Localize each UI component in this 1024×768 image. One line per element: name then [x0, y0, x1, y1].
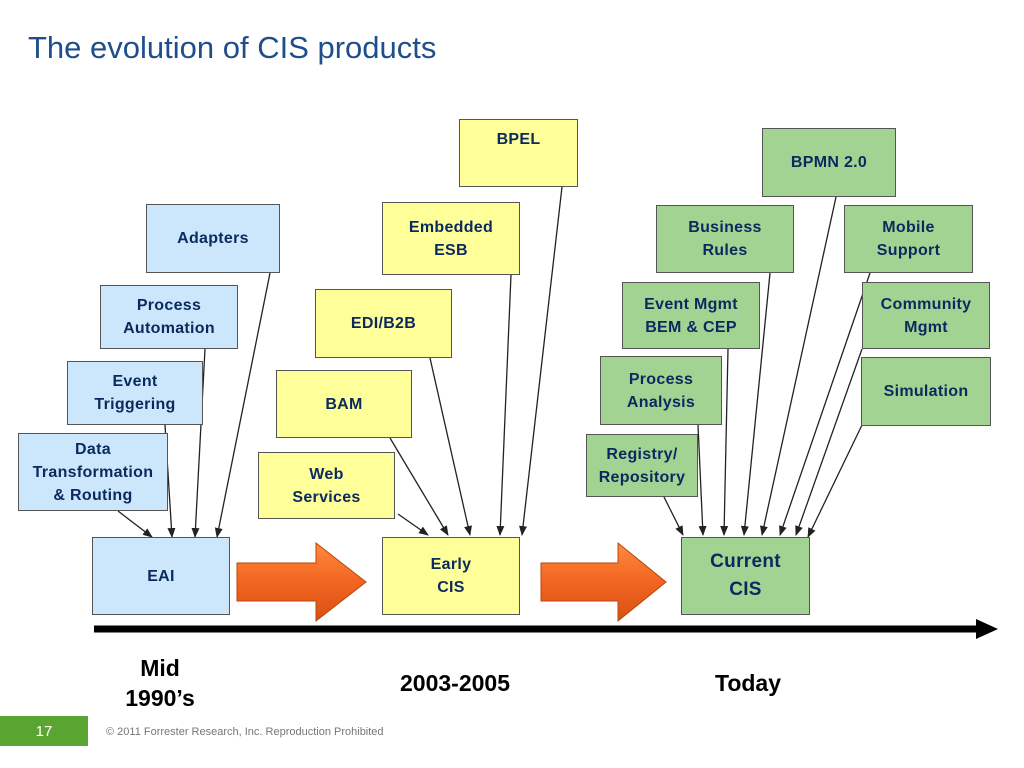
- bpel-box: BPEL: [459, 119, 578, 187]
- current-cis-box: Current CIS: [681, 537, 810, 615]
- connector-business-rules-current-cis: [740, 272, 771, 536]
- embedded-esb-box: Embedded ESB: [382, 202, 520, 275]
- connector-process-analysis-current-cis: [697, 424, 707, 536]
- connector-registry-current-cis: [663, 496, 684, 536]
- connector-embedded-esb-early-cis: [496, 274, 512, 536]
- web-services-box: Web Services: [258, 452, 395, 519]
- process-analysis-box: Process Analysis: [600, 356, 722, 425]
- bam-box: BAM: [276, 370, 412, 438]
- slide-title: The evolution of CIS products: [28, 30, 437, 65]
- connector-bpel-early-cis: [519, 186, 563, 536]
- connector-edi-b2b-early-cis: [429, 357, 472, 536]
- connector-data-transformation-eai: [117, 510, 153, 538]
- edi-b2b-box: EDI/B2B: [315, 289, 452, 358]
- early-cis-box: Early CIS: [382, 537, 520, 615]
- connector-bpmn-current-cis: [760, 196, 837, 536]
- connector-simulation-current-cis: [807, 424, 863, 538]
- progress-arrow-eai-to-early-cis: [236, 541, 367, 623]
- community-mgmt-box: Community Mgmt: [862, 282, 990, 349]
- era-label-mid-1990s: Mid 1990’s: [125, 655, 195, 711]
- timeline-arrowhead: [976, 619, 998, 639]
- connector-event-mgmt-current-cis: [720, 348, 729, 536]
- progress-arrow-early-cis-to-current-cis: [540, 541, 667, 623]
- era-label-2003-2005: 2003-2005: [400, 670, 510, 696]
- eai-box: EAI: [92, 537, 230, 615]
- connector-adapters-eai: [214, 272, 271, 538]
- registry-box: Registry/ Repository: [586, 434, 698, 497]
- simulation-box: Simulation: [861, 357, 991, 426]
- bpmn-box: BPMN 2.0: [762, 128, 896, 197]
- event-triggering-box: Event Triggering: [67, 361, 203, 425]
- mobile-support-box: Mobile Support: [844, 205, 973, 273]
- business-rules-box: Business Rules: [656, 205, 794, 273]
- page-number: 17: [0, 716, 88, 746]
- data-transformation-box: Data Transformation & Routing: [18, 433, 168, 511]
- connector-mobile-support-current-cis: [779, 272, 871, 536]
- process-automation-box: Process Automation: [100, 285, 238, 349]
- copyright-notice: © 2011 Forrester Research, Inc. Reproduc…: [106, 726, 384, 738]
- connector-process-automation-eai: [191, 348, 206, 538]
- connector-bam-early-cis: [389, 437, 449, 536]
- adapters-box: Adapters: [146, 204, 280, 273]
- connector-web-services-early-cis: [397, 513, 429, 536]
- event-mgmt-box: Event Mgmt BEM & CEP: [622, 282, 760, 349]
- connector-community-mgmt-current-cis: [795, 348, 863, 536]
- era-label-today: Today: [714, 670, 782, 696]
